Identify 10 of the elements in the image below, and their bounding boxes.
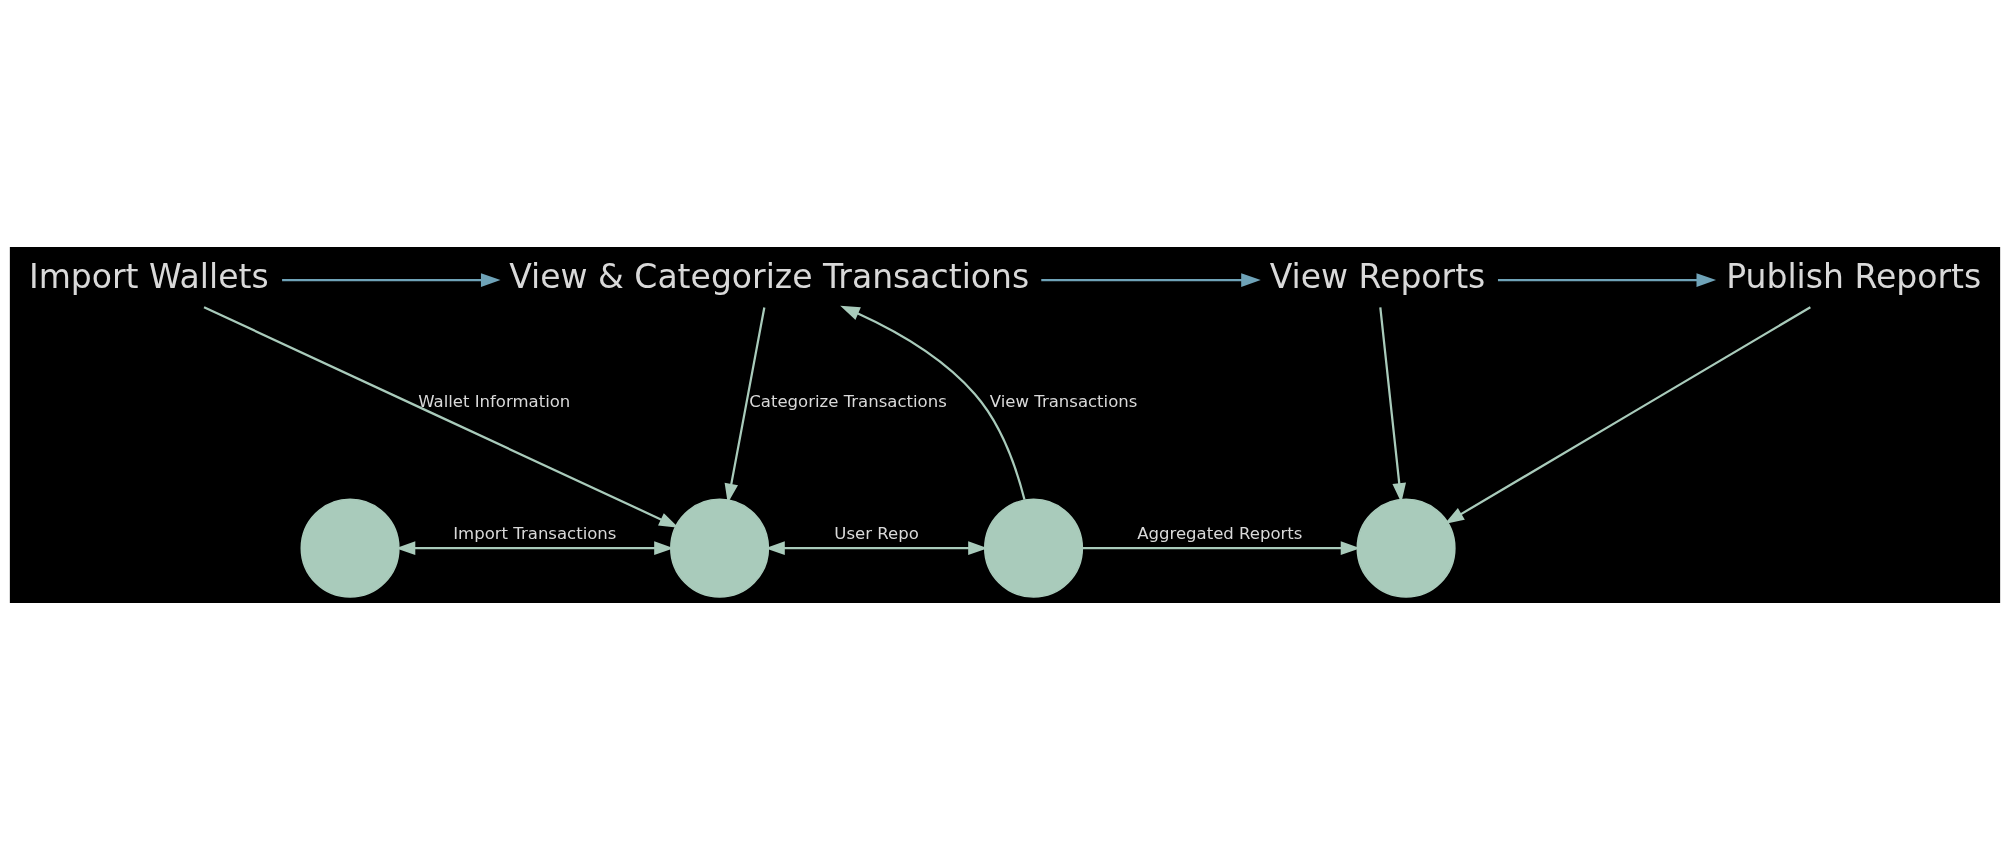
node-text: View Reports bbox=[1269, 257, 1486, 297]
edge-label: Aggregated Reports bbox=[1137, 523, 1303, 543]
node-text: Import Wallets bbox=[28, 257, 269, 297]
edge-label: Import Transactions bbox=[453, 523, 617, 543]
edge-label: Wallet Information bbox=[418, 392, 571, 412]
node-text: View & Categorize Transactions bbox=[509, 257, 1030, 297]
node-text: Publish Reports bbox=[1726, 257, 1982, 297]
edge-label: Categorize Transactions bbox=[749, 392, 947, 412]
edge-label: View Transactions bbox=[989, 392, 1138, 412]
edge-label: User Repo bbox=[834, 523, 919, 543]
